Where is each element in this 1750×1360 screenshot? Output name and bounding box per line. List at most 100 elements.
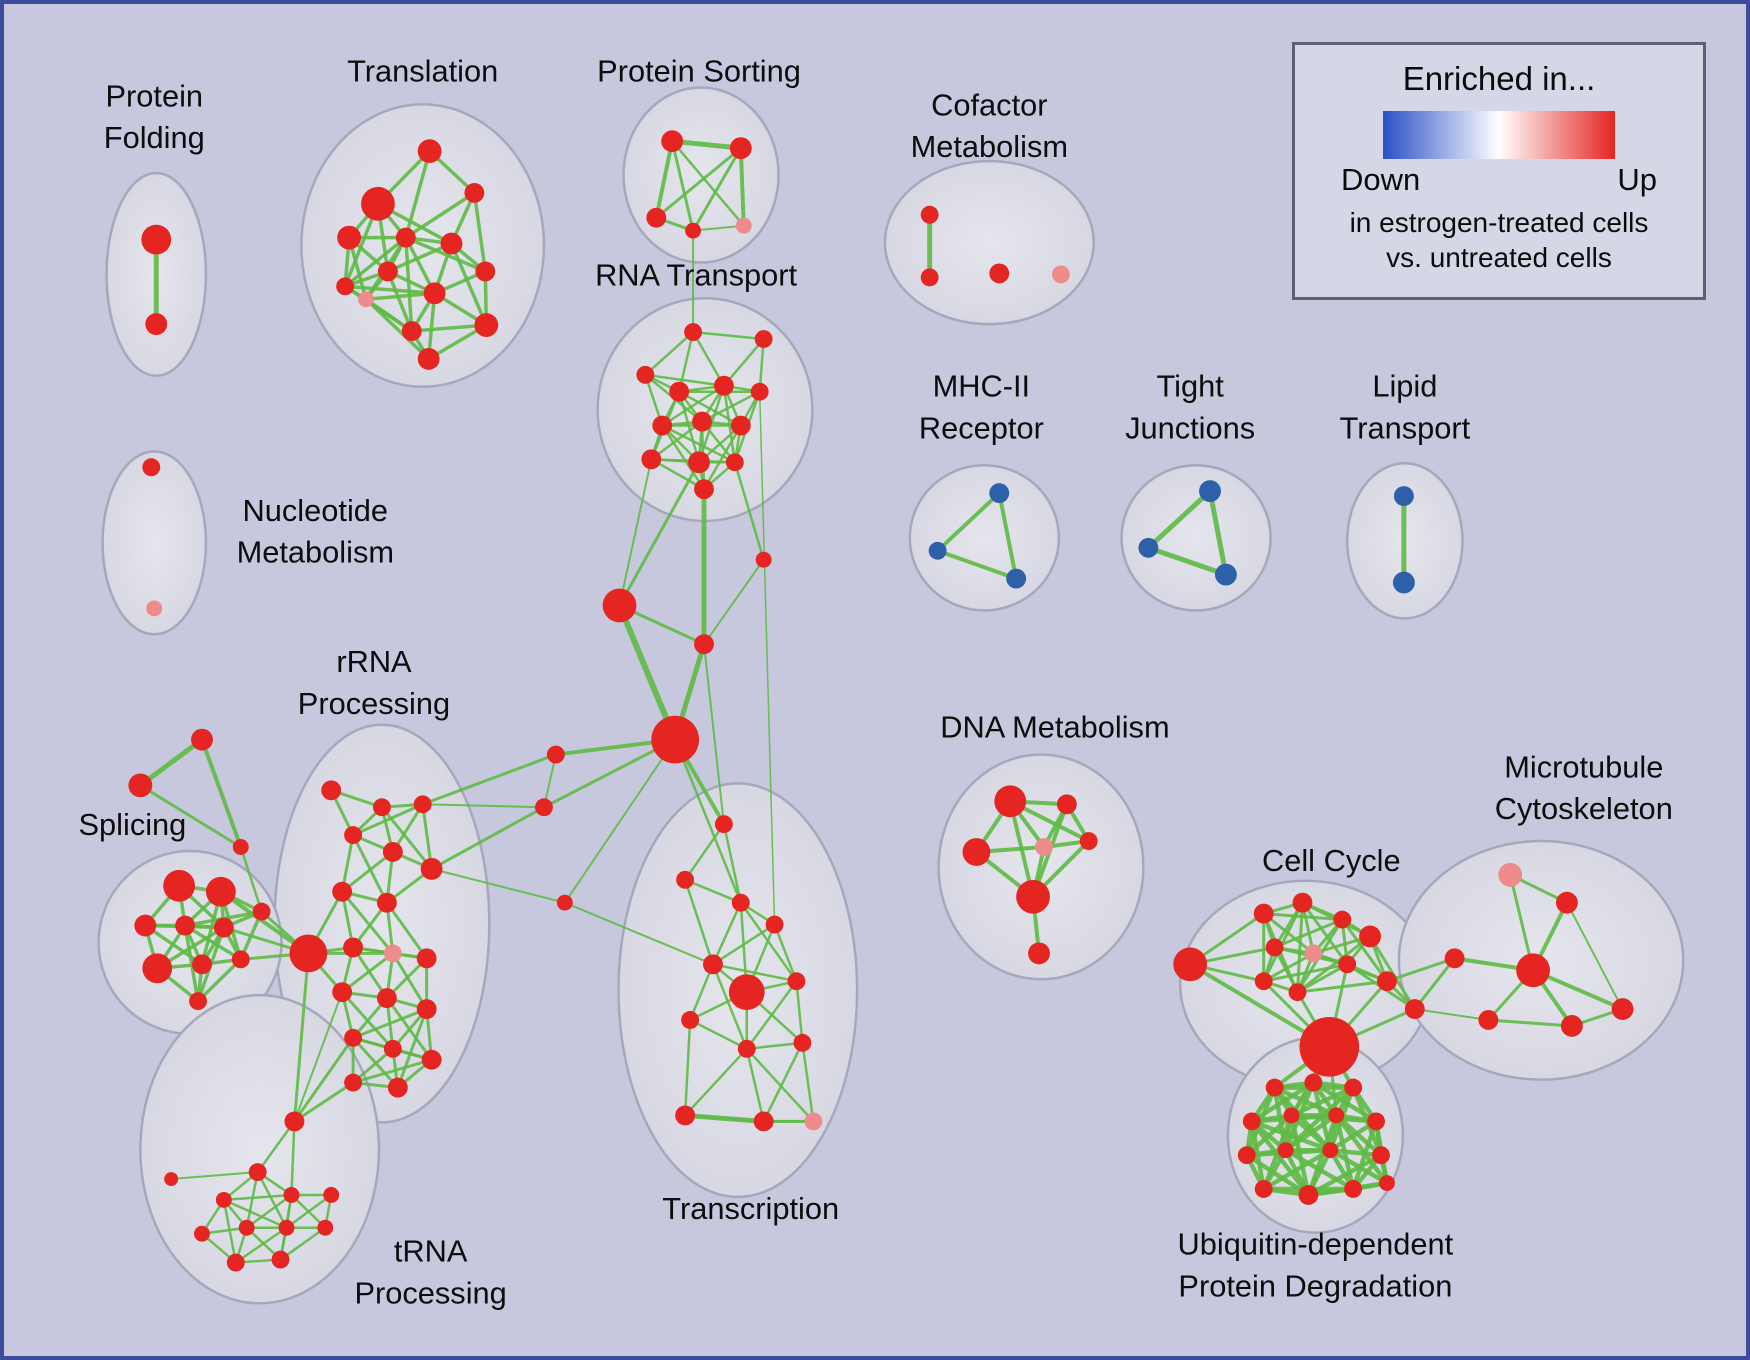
- graph-node-rr9[interactable]: [289, 934, 328, 973]
- graph-node-rr1[interactable]: [321, 780, 342, 801]
- graph-node-mc3[interactable]: [1444, 948, 1465, 969]
- graph-node-tr3[interactable]: [337, 225, 362, 250]
- graph-node-tc13[interactable]: [804, 1112, 823, 1131]
- graph-node-rr17[interactable]: [383, 1039, 402, 1058]
- graph-node-ub12[interactable]: [1254, 1180, 1273, 1198]
- graph-node-c3[interactable]: [694, 634, 714, 655]
- graph-node-tr10[interactable]: [475, 261, 496, 282]
- graph-node-cc2[interactable]: [1253, 903, 1274, 924]
- graph-node-x1[interactable]: [191, 728, 213, 751]
- graph-node-cm3[interactable]: [989, 263, 1010, 284]
- graph-node-mc7[interactable]: [1478, 1010, 1499, 1030]
- graph-node-ps2[interactable]: [729, 137, 752, 160]
- graph-node-tr9[interactable]: [423, 282, 446, 305]
- graph-node-mh1[interactable]: [989, 483, 1010, 504]
- graph-node-ub7[interactable]: [1367, 1112, 1385, 1131]
- graph-node-rr12[interactable]: [416, 948, 437, 969]
- graph-node-cc4[interactable]: [1333, 910, 1352, 929]
- graph-node-tn7[interactable]: [238, 1219, 255, 1236]
- graph-node-mh3[interactable]: [1006, 568, 1027, 589]
- graph-node-c5[interactable]: [535, 798, 553, 817]
- graph-node-h1[interactable]: [651, 715, 700, 764]
- graph-node-tc12[interactable]: [753, 1111, 774, 1132]
- graph-node-tc10[interactable]: [793, 1033, 812, 1052]
- graph-node-rt1[interactable]: [684, 323, 703, 342]
- graph-node-tn6[interactable]: [194, 1225, 210, 1242]
- graph-node-ub10[interactable]: [1322, 1142, 1339, 1159]
- graph-node-sp8[interactable]: [192, 954, 212, 975]
- graph-node-rt8[interactable]: [692, 411, 712, 432]
- graph-node-dm2[interactable]: [1056, 794, 1077, 815]
- graph-node-sp7[interactable]: [142, 953, 173, 984]
- graph-node-rr15[interactable]: [416, 999, 437, 1019]
- graph-node-ps4[interactable]: [685, 222, 702, 239]
- graph-node-tc4[interactable]: [765, 915, 784, 934]
- graph-node-rr18[interactable]: [421, 1049, 442, 1070]
- graph-node-rr6[interactable]: [420, 857, 443, 880]
- graph-node-ps5[interactable]: [735, 217, 752, 234]
- graph-node-rr10[interactable]: [343, 937, 364, 958]
- graph-node-tr8[interactable]: [336, 277, 355, 296]
- graph-node-mc1[interactable]: [1498, 862, 1523, 887]
- graph-node-rt10[interactable]: [641, 449, 662, 470]
- graph-node-mc5[interactable]: [1611, 998, 1634, 1020]
- graph-node-sp1[interactable]: [163, 869, 196, 902]
- graph-node-sp9[interactable]: [231, 950, 250, 969]
- graph-node-cm1[interactable]: [920, 205, 939, 224]
- graph-node-dm1[interactable]: [994, 785, 1027, 818]
- graph-node-nm1[interactable]: [142, 458, 161, 477]
- graph-node-rr8[interactable]: [376, 892, 397, 913]
- graph-node-tr4[interactable]: [464, 182, 485, 203]
- graph-node-rr7[interactable]: [332, 881, 353, 902]
- graph-node-cc11[interactable]: [1288, 983, 1307, 1002]
- graph-node-c1[interactable]: [755, 551, 772, 568]
- graph-node-tn3[interactable]: [215, 1191, 232, 1208]
- graph-node-cc5[interactable]: [1359, 925, 1382, 948]
- graph-node-tc6[interactable]: [728, 974, 765, 1011]
- graph-node-sp10[interactable]: [189, 992, 207, 1011]
- graph-node-cc1[interactable]: [1173, 947, 1208, 982]
- graph-node-ub6[interactable]: [1328, 1107, 1345, 1124]
- graph-node-rr19[interactable]: [387, 1077, 408, 1098]
- graph-node-cc13[interactable]: [1404, 999, 1425, 1019]
- graph-node-rr3[interactable]: [413, 795, 432, 814]
- graph-node-cc9[interactable]: [1254, 972, 1273, 991]
- graph-node-tj3[interactable]: [1214, 563, 1237, 586]
- graph-node-tn2[interactable]: [248, 1163, 267, 1182]
- graph-node-rt7[interactable]: [652, 415, 673, 436]
- graph-node-ps1[interactable]: [661, 130, 684, 153]
- graph-node-tr6[interactable]: [440, 232, 463, 255]
- graph-node-ub1[interactable]: [1265, 1078, 1284, 1097]
- graph-node-cc12[interactable]: [1299, 1017, 1360, 1077]
- graph-node-rt5[interactable]: [713, 375, 734, 396]
- graph-node-tr14[interactable]: [417, 347, 440, 370]
- graph-node-tr13[interactable]: [474, 313, 499, 338]
- graph-node-rt11[interactable]: [688, 451, 710, 474]
- graph-node-ub9[interactable]: [1277, 1142, 1294, 1159]
- graph-node-tr2[interactable]: [417, 139, 442, 164]
- graph-node-dm4[interactable]: [1035, 838, 1053, 856]
- graph-node-tc5[interactable]: [703, 954, 723, 975]
- graph-node-rr13[interactable]: [332, 982, 353, 1003]
- graph-node-rr20[interactable]: [344, 1073, 363, 1092]
- graph-node-ub13[interactable]: [1298, 1185, 1319, 1205]
- graph-node-mc2[interactable]: [1555, 891, 1578, 914]
- graph-node-c2[interactable]: [602, 588, 637, 623]
- graph-node-sp5[interactable]: [213, 917, 234, 938]
- graph-node-rt6[interactable]: [750, 382, 769, 401]
- graph-node-tc3[interactable]: [731, 893, 750, 912]
- graph-node-tj1[interactable]: [1199, 480, 1221, 503]
- graph-node-tj2[interactable]: [1138, 537, 1159, 558]
- graph-node-tr11[interactable]: [358, 291, 374, 308]
- graph-node-tn9[interactable]: [317, 1219, 334, 1236]
- graph-node-cc7[interactable]: [1304, 944, 1323, 963]
- graph-node-dm5[interactable]: [1079, 832, 1098, 850]
- graph-node-rr4[interactable]: [344, 826, 363, 845]
- graph-node-cc10[interactable]: [1377, 971, 1397, 992]
- graph-node-lt2[interactable]: [1392, 571, 1415, 594]
- graph-node-tc9[interactable]: [737, 1039, 756, 1058]
- graph-node-tc11[interactable]: [675, 1105, 696, 1126]
- graph-node-tc7[interactable]: [787, 972, 806, 991]
- graph-node-ub3[interactable]: [1344, 1078, 1363, 1097]
- graph-node-pf2[interactable]: [145, 313, 168, 336]
